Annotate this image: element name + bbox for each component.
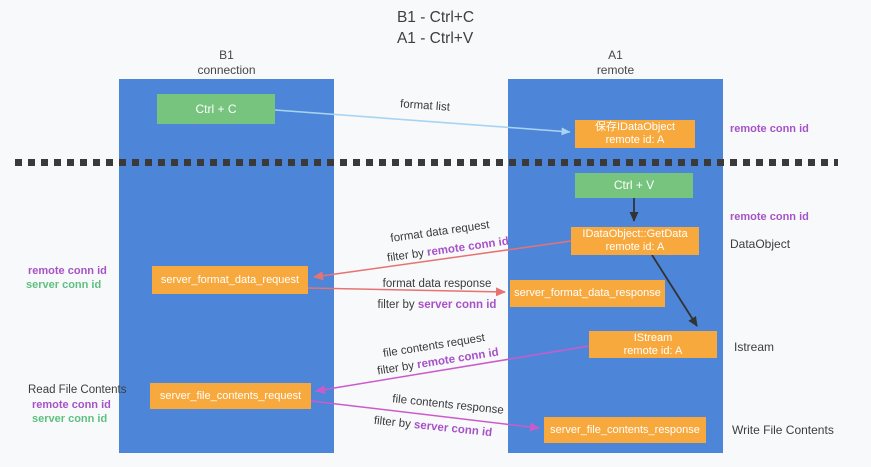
label-server-conn-id-left-2: server conn id xyxy=(32,413,108,425)
node-server-format-data-response: server_format_data_response xyxy=(510,280,665,307)
arrow-format-data-response xyxy=(307,287,506,297)
arrow-format-data-request xyxy=(313,240,572,281)
label-remote-conn-id-left-1: remote conn id xyxy=(28,265,107,277)
server-conn-id-value: server conn id xyxy=(417,299,497,311)
node-ctrl-c: Ctrl + C xyxy=(157,94,275,124)
node-idataobject-getdata: IDataObject::GetData remote id: A xyxy=(571,227,699,255)
save-dataobject-line2: remote id: A xyxy=(605,134,665,146)
arrow-file-contents-request xyxy=(315,345,590,394)
dashed-divider-line xyxy=(15,159,838,166)
node-server-format-data-request: server_format_data_request xyxy=(152,266,308,294)
label-format-data-response: format data response xyxy=(382,278,492,290)
label-remote-conn-id-right-mid: remote conn id xyxy=(730,211,809,223)
node-server-file-contents-request: server_file_contents_request xyxy=(150,383,311,409)
column-b1-title: B1 xyxy=(219,48,234,62)
label-filter-by-server-conn-id-1: filter by server conn id xyxy=(378,299,497,311)
label-write-file-contents: Write File Contents xyxy=(732,423,834,437)
istream-line1: IStream xyxy=(633,331,673,344)
node-ctrl-v: Ctrl + V xyxy=(575,173,693,198)
istream-line2: remote id: A xyxy=(623,344,683,357)
arrow-getdata-to-istream xyxy=(651,254,698,327)
column-a1-title: A1 xyxy=(608,48,623,62)
label-remote-conn-id-left-2: remote conn id xyxy=(32,399,111,411)
arrow-format-list xyxy=(274,109,571,136)
label-server-conn-id-left-1: server conn id xyxy=(26,279,102,291)
column-header-b1: B1 connection xyxy=(119,48,334,78)
title-line-1: B1 - Ctrl+C xyxy=(396,9,475,26)
label-dataobject: DataObject xyxy=(730,237,791,251)
column-header-a1: A1 remote xyxy=(508,48,723,78)
label-remote-conn-id-right-top: remote conn id xyxy=(730,123,809,135)
filter-prefix: filter by xyxy=(377,299,418,311)
column-a1-subtitle: remote xyxy=(596,63,635,77)
diagram-title: B1 - Ctrl+C A1 - Ctrl+V xyxy=(0,7,871,49)
title-line-2: A1 - Ctrl+V xyxy=(396,30,474,47)
getdata-line1: IDataObject::GetData xyxy=(582,228,688,240)
node-istream: IStream remote id: A xyxy=(589,331,717,358)
node-server-file-contents-response: server_file_contents_response xyxy=(544,417,706,443)
arrow-file-contents-response xyxy=(310,400,540,432)
save-dataobject-line1: 保存IDataObject xyxy=(594,121,676,133)
node-save-dataobject: 保存IDataObject remote id: A xyxy=(575,120,695,148)
getdata-line2: remote id: A xyxy=(605,241,665,253)
label-read-file-contents: Read File Contents xyxy=(28,384,127,396)
label-istream: Istream xyxy=(734,340,775,354)
column-b1-subtitle: connection xyxy=(197,63,256,77)
